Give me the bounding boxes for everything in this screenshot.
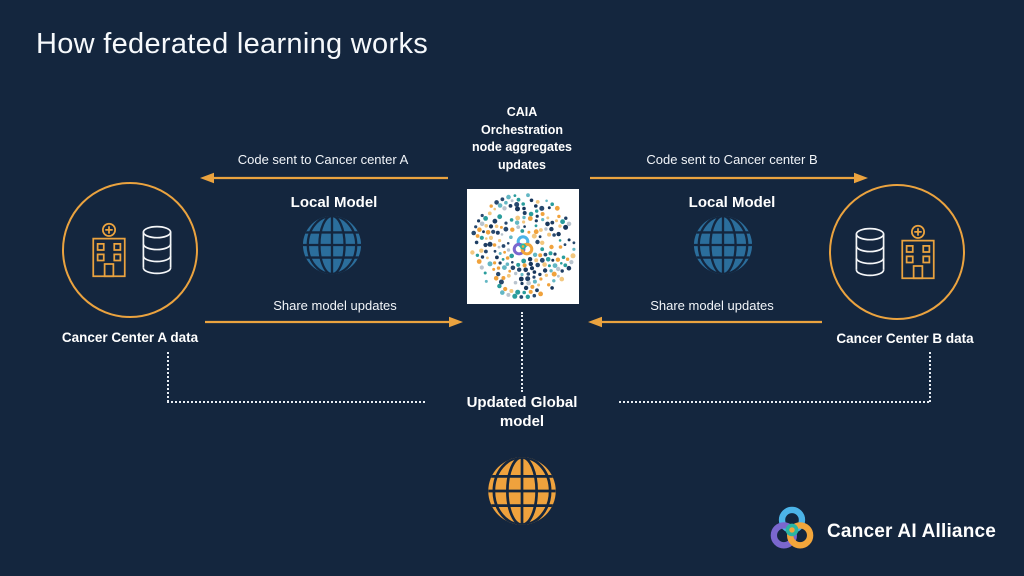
code-arrow-a <box>200 172 448 184</box>
share-arrow-a <box>205 316 463 328</box>
local-model-label-a: Local Model <box>290 194 378 211</box>
caption-line-4: updates <box>498 157 546 172</box>
dotted-line-a-horizontal <box>167 401 425 403</box>
caption-line-1: CAIA <box>506 105 538 119</box>
dotted-line-a-vertical <box>167 352 169 402</box>
local-model-globe-b-icon <box>692 214 754 276</box>
dotted-line-center-vertical <box>521 312 523 392</box>
global-model-globe-icon <box>486 455 558 527</box>
page-title: How federated learning works <box>36 28 429 60</box>
dotted-line-b-horizontal <box>619 401 929 403</box>
cancer-center-b-circle <box>829 184 965 320</box>
share-arrow-b <box>588 316 822 328</box>
dot-mosaic-node-icon <box>470 193 576 299</box>
orchestration-node <box>467 189 579 304</box>
local-model-label-b: Local Model <box>688 194 776 211</box>
hospital-icon <box>86 222 132 278</box>
caption-line-2: Orchestration <box>481 122 563 137</box>
global-label-line-1: Updated Global <box>466 394 578 411</box>
local-model-globe-a-icon <box>301 214 363 276</box>
orchestration-caption: CAIA Orchestration node aggregates updat… <box>437 104 607 174</box>
code-arrow-b-label: Code sent to Cancer center B <box>646 152 818 167</box>
code-arrow-b <box>590 172 868 184</box>
code-arrow-a-label: Code sent to Cancer center A <box>237 152 409 167</box>
caption-line-3: node aggregates <box>471 140 573 154</box>
cancer-center-a-circle <box>62 182 198 318</box>
cancer-center-b-data-label: Cancer Center B data <box>836 331 974 346</box>
brand-name: Cancer AI Alliance <box>827 521 997 542</box>
database-icon <box>140 224 174 276</box>
share-arrow-b-label: Share model updates <box>650 298 774 313</box>
cancer-center-a-data-label: Cancer Center A data <box>61 330 199 345</box>
share-arrow-a-label: Share model updates <box>273 298 397 313</box>
dotted-line-b-vertical <box>929 352 931 402</box>
caia-knot-icon <box>763 500 821 558</box>
hospital-icon <box>895 224 941 280</box>
updated-global-model-label: Updated Global model <box>429 393 615 431</box>
database-icon <box>853 226 887 278</box>
global-label-line-2: model <box>499 413 545 430</box>
